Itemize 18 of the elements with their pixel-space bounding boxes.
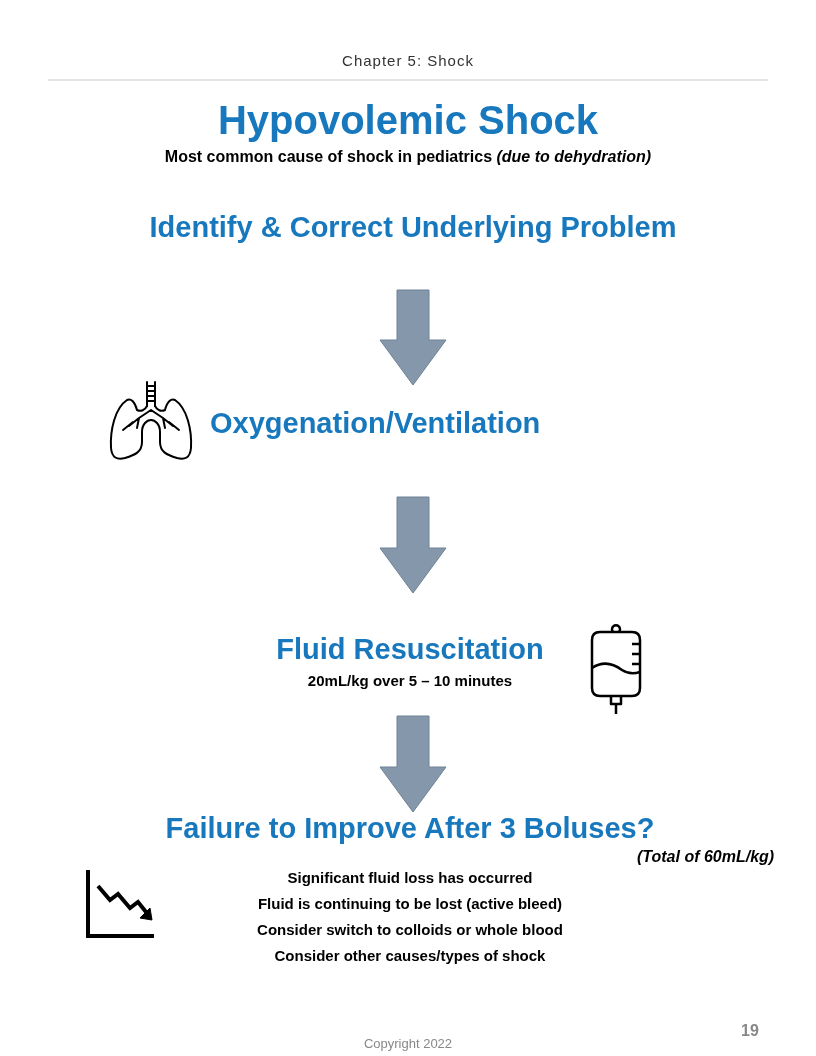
step-heading: Failure to Improve After 3 Boluses? (165, 812, 655, 845)
block-arrow (379, 496, 447, 594)
step-note: 20mL/kg over 5 – 10 minutes (306, 672, 514, 689)
note-text: Consider other causes/types of shock (274, 947, 546, 964)
title: Hypovolemic Shock (217, 98, 599, 142)
block-arrow (379, 289, 447, 386)
step-heading: Fluid Resuscitation (276, 633, 544, 666)
note-text: Significant fluid loss has occurred (287, 869, 533, 886)
step-note: (Total of 60mL/kg) (637, 848, 775, 866)
note-text: Fluid is continuing to be lost (active bleed) (257, 895, 563, 912)
block-arrow (379, 715, 447, 813)
step-heading: Oxygenation/Ventilation (210, 407, 541, 440)
copyright-text: Copyright 2022 (363, 1036, 453, 1051)
step-heading: Identify & Correct Underlying Problem (149, 211, 677, 244)
subtitle: Most common cause of shock in pediatrics (due to dehydration) (164, 148, 652, 165)
note-text: Consider switch to colloids or whole blood (257, 921, 563, 938)
page-header: Chapter 5: Shock (342, 52, 474, 69)
page-number: 19 (741, 1022, 759, 1039)
